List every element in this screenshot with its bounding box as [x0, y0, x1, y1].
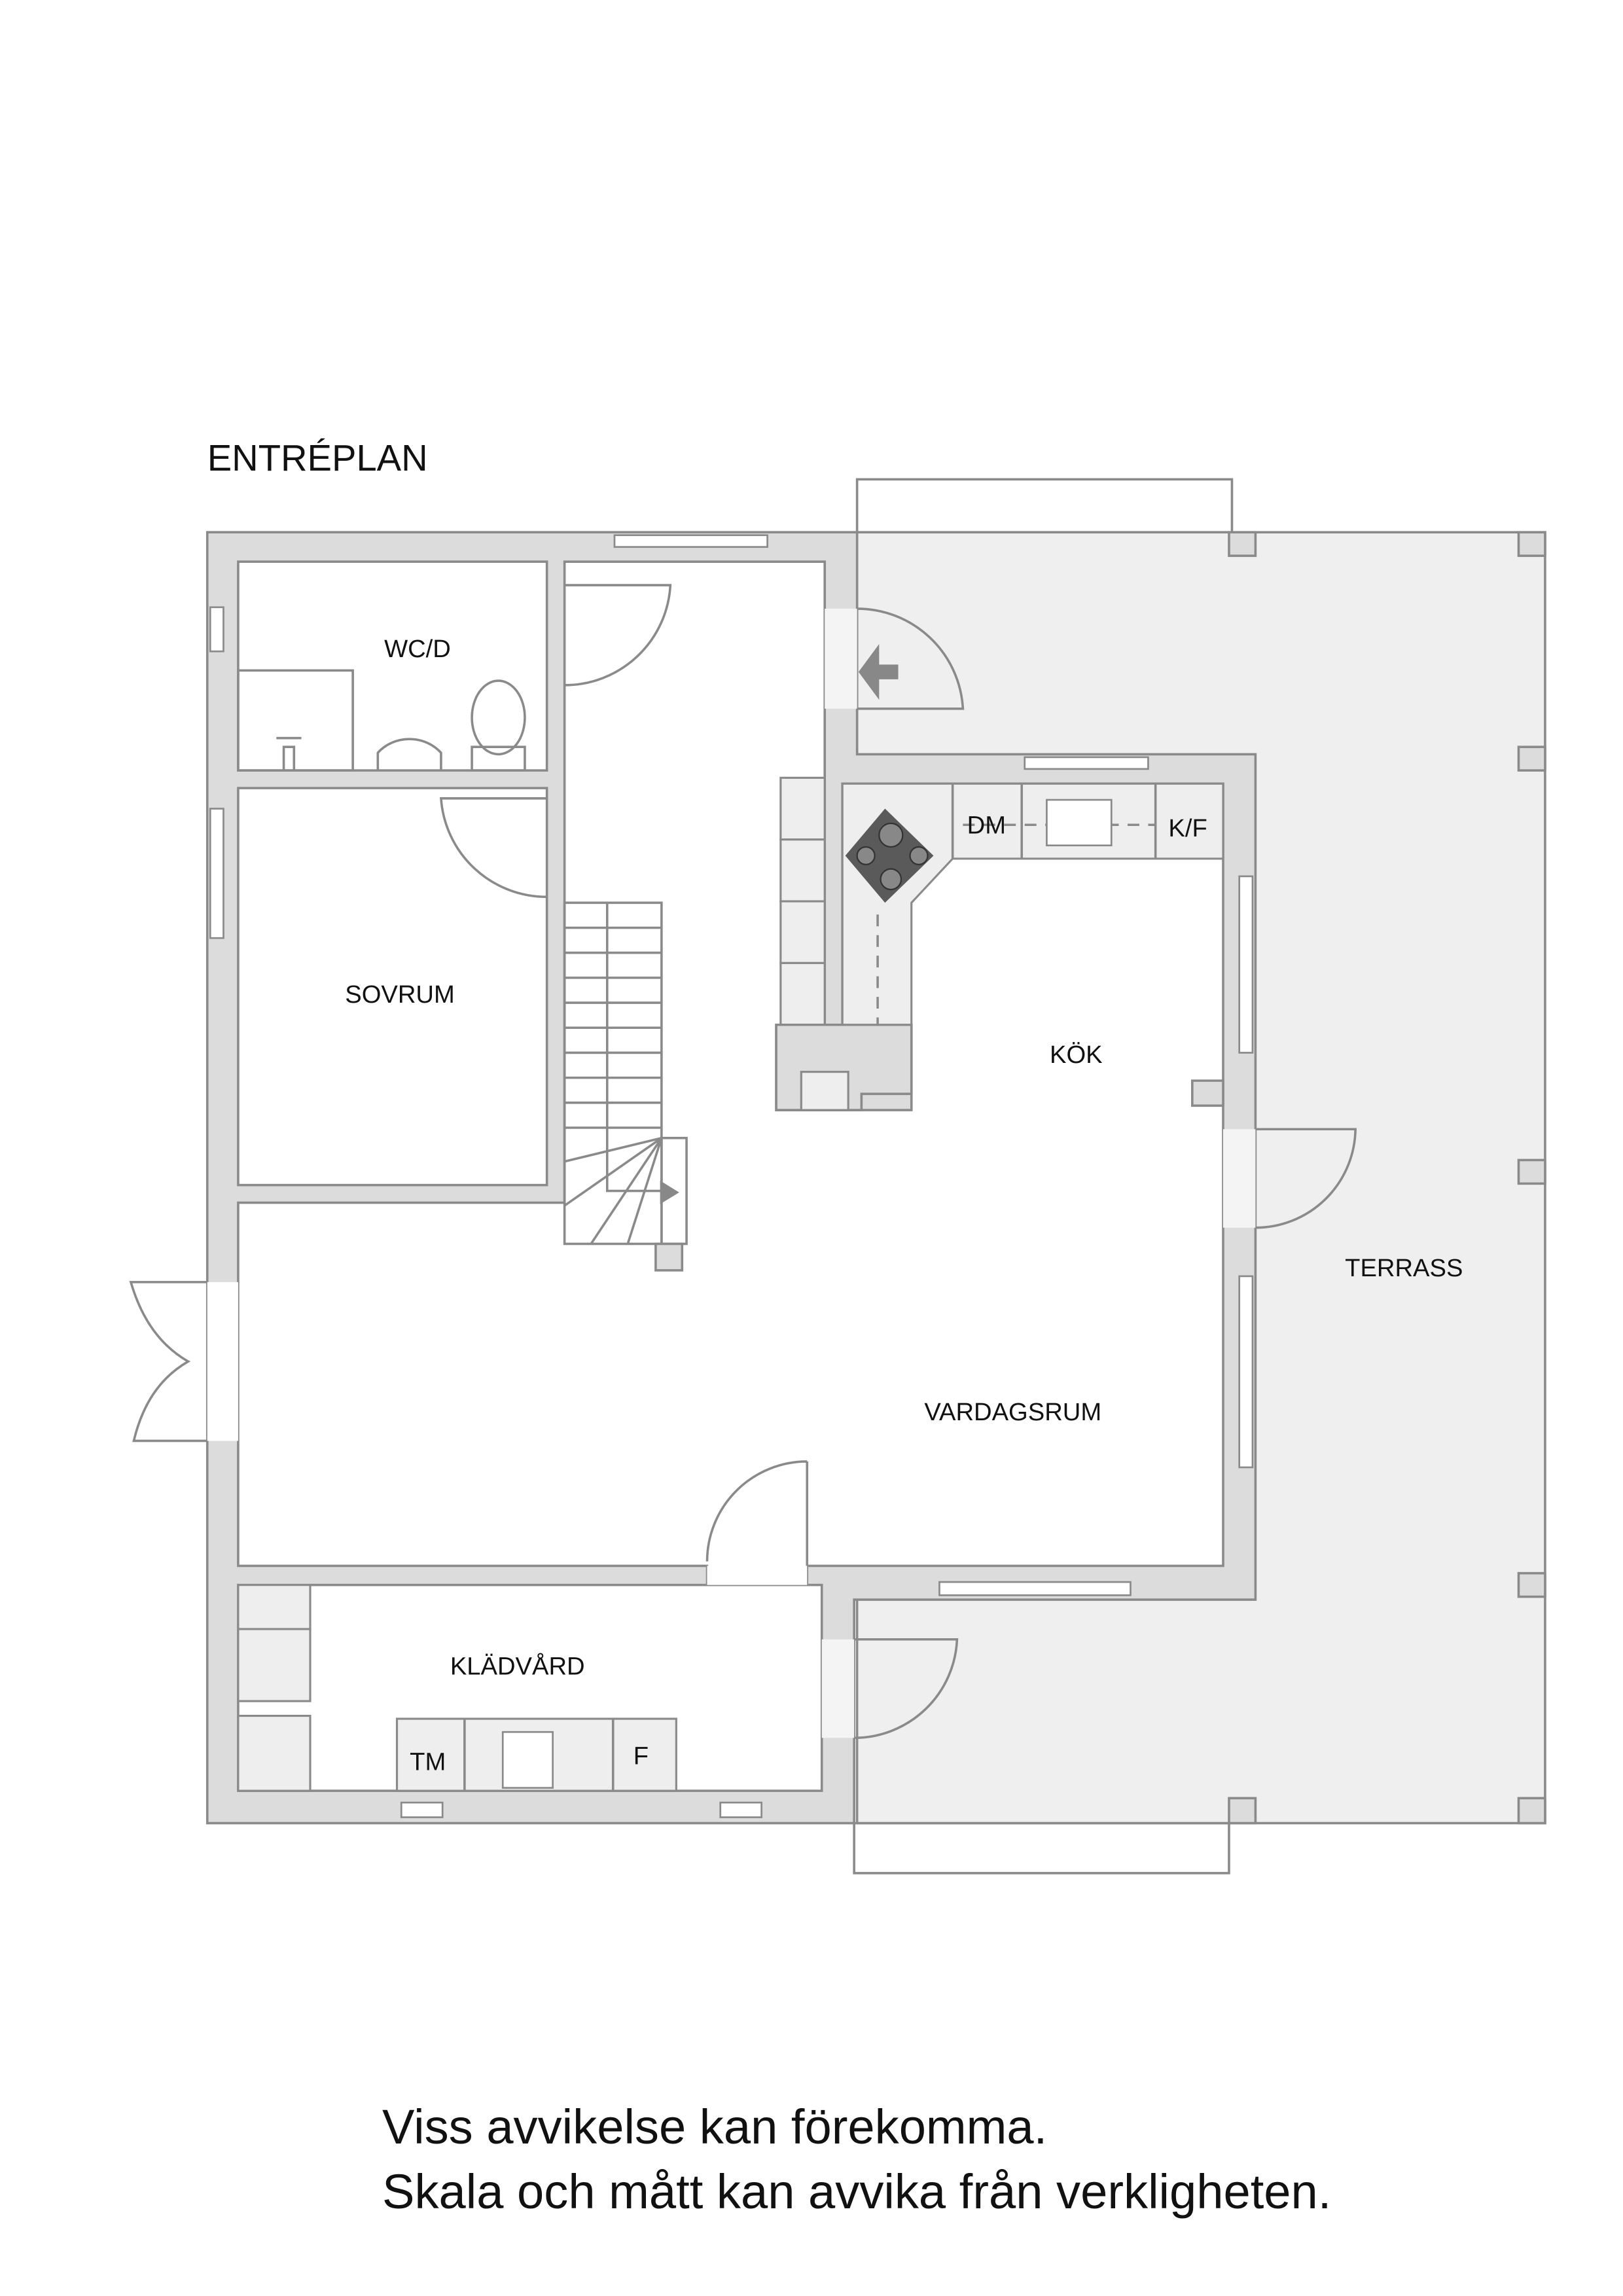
terrace-step-top: [855, 478, 1234, 534]
sink-icon: [376, 738, 442, 771]
wc-fixtures: [237, 669, 526, 772]
label-kf: K/F: [1168, 814, 1207, 842]
door-entry: [857, 607, 965, 710]
room-sovrum: [237, 787, 548, 1187]
terrace-step-bottom: [853, 1821, 1230, 1874]
door-terrace-kitchen: [1255, 1128, 1357, 1229]
laundry-sink-icon: [501, 1731, 554, 1789]
door-kladvard: [705, 1460, 809, 1566]
label-f: F: [633, 1742, 649, 1770]
label-dm: DM: [967, 812, 1006, 840]
shower-icon: [276, 736, 302, 771]
door-sovrum: [439, 797, 547, 899]
door-front: [129, 1281, 207, 1443]
label-wc: WC/D: [384, 635, 451, 663]
laundry-door-gap: [821, 1639, 855, 1738]
door-wc: [564, 584, 672, 687]
toilet-icon: [471, 679, 526, 756]
kitchen-door-gap: [1222, 1129, 1256, 1228]
stove-icon: [845, 808, 934, 903]
entry-door-gap: [825, 609, 857, 709]
label-terrass: TERRASS: [1345, 1254, 1463, 1282]
kitchen-sink-icon: [1046, 798, 1113, 847]
kitchen-fixtures: DM K/F: [775, 776, 1224, 1111]
terrace-posts: [1228, 531, 1546, 1825]
label-sovrum: SOVRUM: [345, 980, 455, 1009]
stair-arrow-icon: [660, 1180, 679, 1204]
label-tm: TM: [410, 1748, 446, 1776]
plan-title: ENTRÉPLAN: [207, 437, 428, 478]
disclaimer-line-2: Skala och mått kan avvika från verklighe…: [382, 2164, 1331, 2219]
doors: [129, 584, 1357, 1740]
label-vardagsrum: VARDAGSRUM: [924, 1398, 1101, 1426]
door-kladvard-terrace: [854, 1638, 959, 1740]
label-kok: KÖK: [1050, 1041, 1103, 1069]
room-wc: [237, 560, 548, 772]
label-kladvard: KLÄDVÅRD: [450, 1652, 585, 1681]
disclaimer-line-1: Viss avvikelse kan förekomma.: [382, 2100, 1047, 2154]
laundry-fixtures: TM F: [237, 1584, 677, 1792]
entry-arrow-icon: [858, 643, 899, 700]
front-door-gap: [207, 1282, 238, 1441]
staircase: [563, 901, 688, 1272]
windows: [209, 534, 1254, 1818]
